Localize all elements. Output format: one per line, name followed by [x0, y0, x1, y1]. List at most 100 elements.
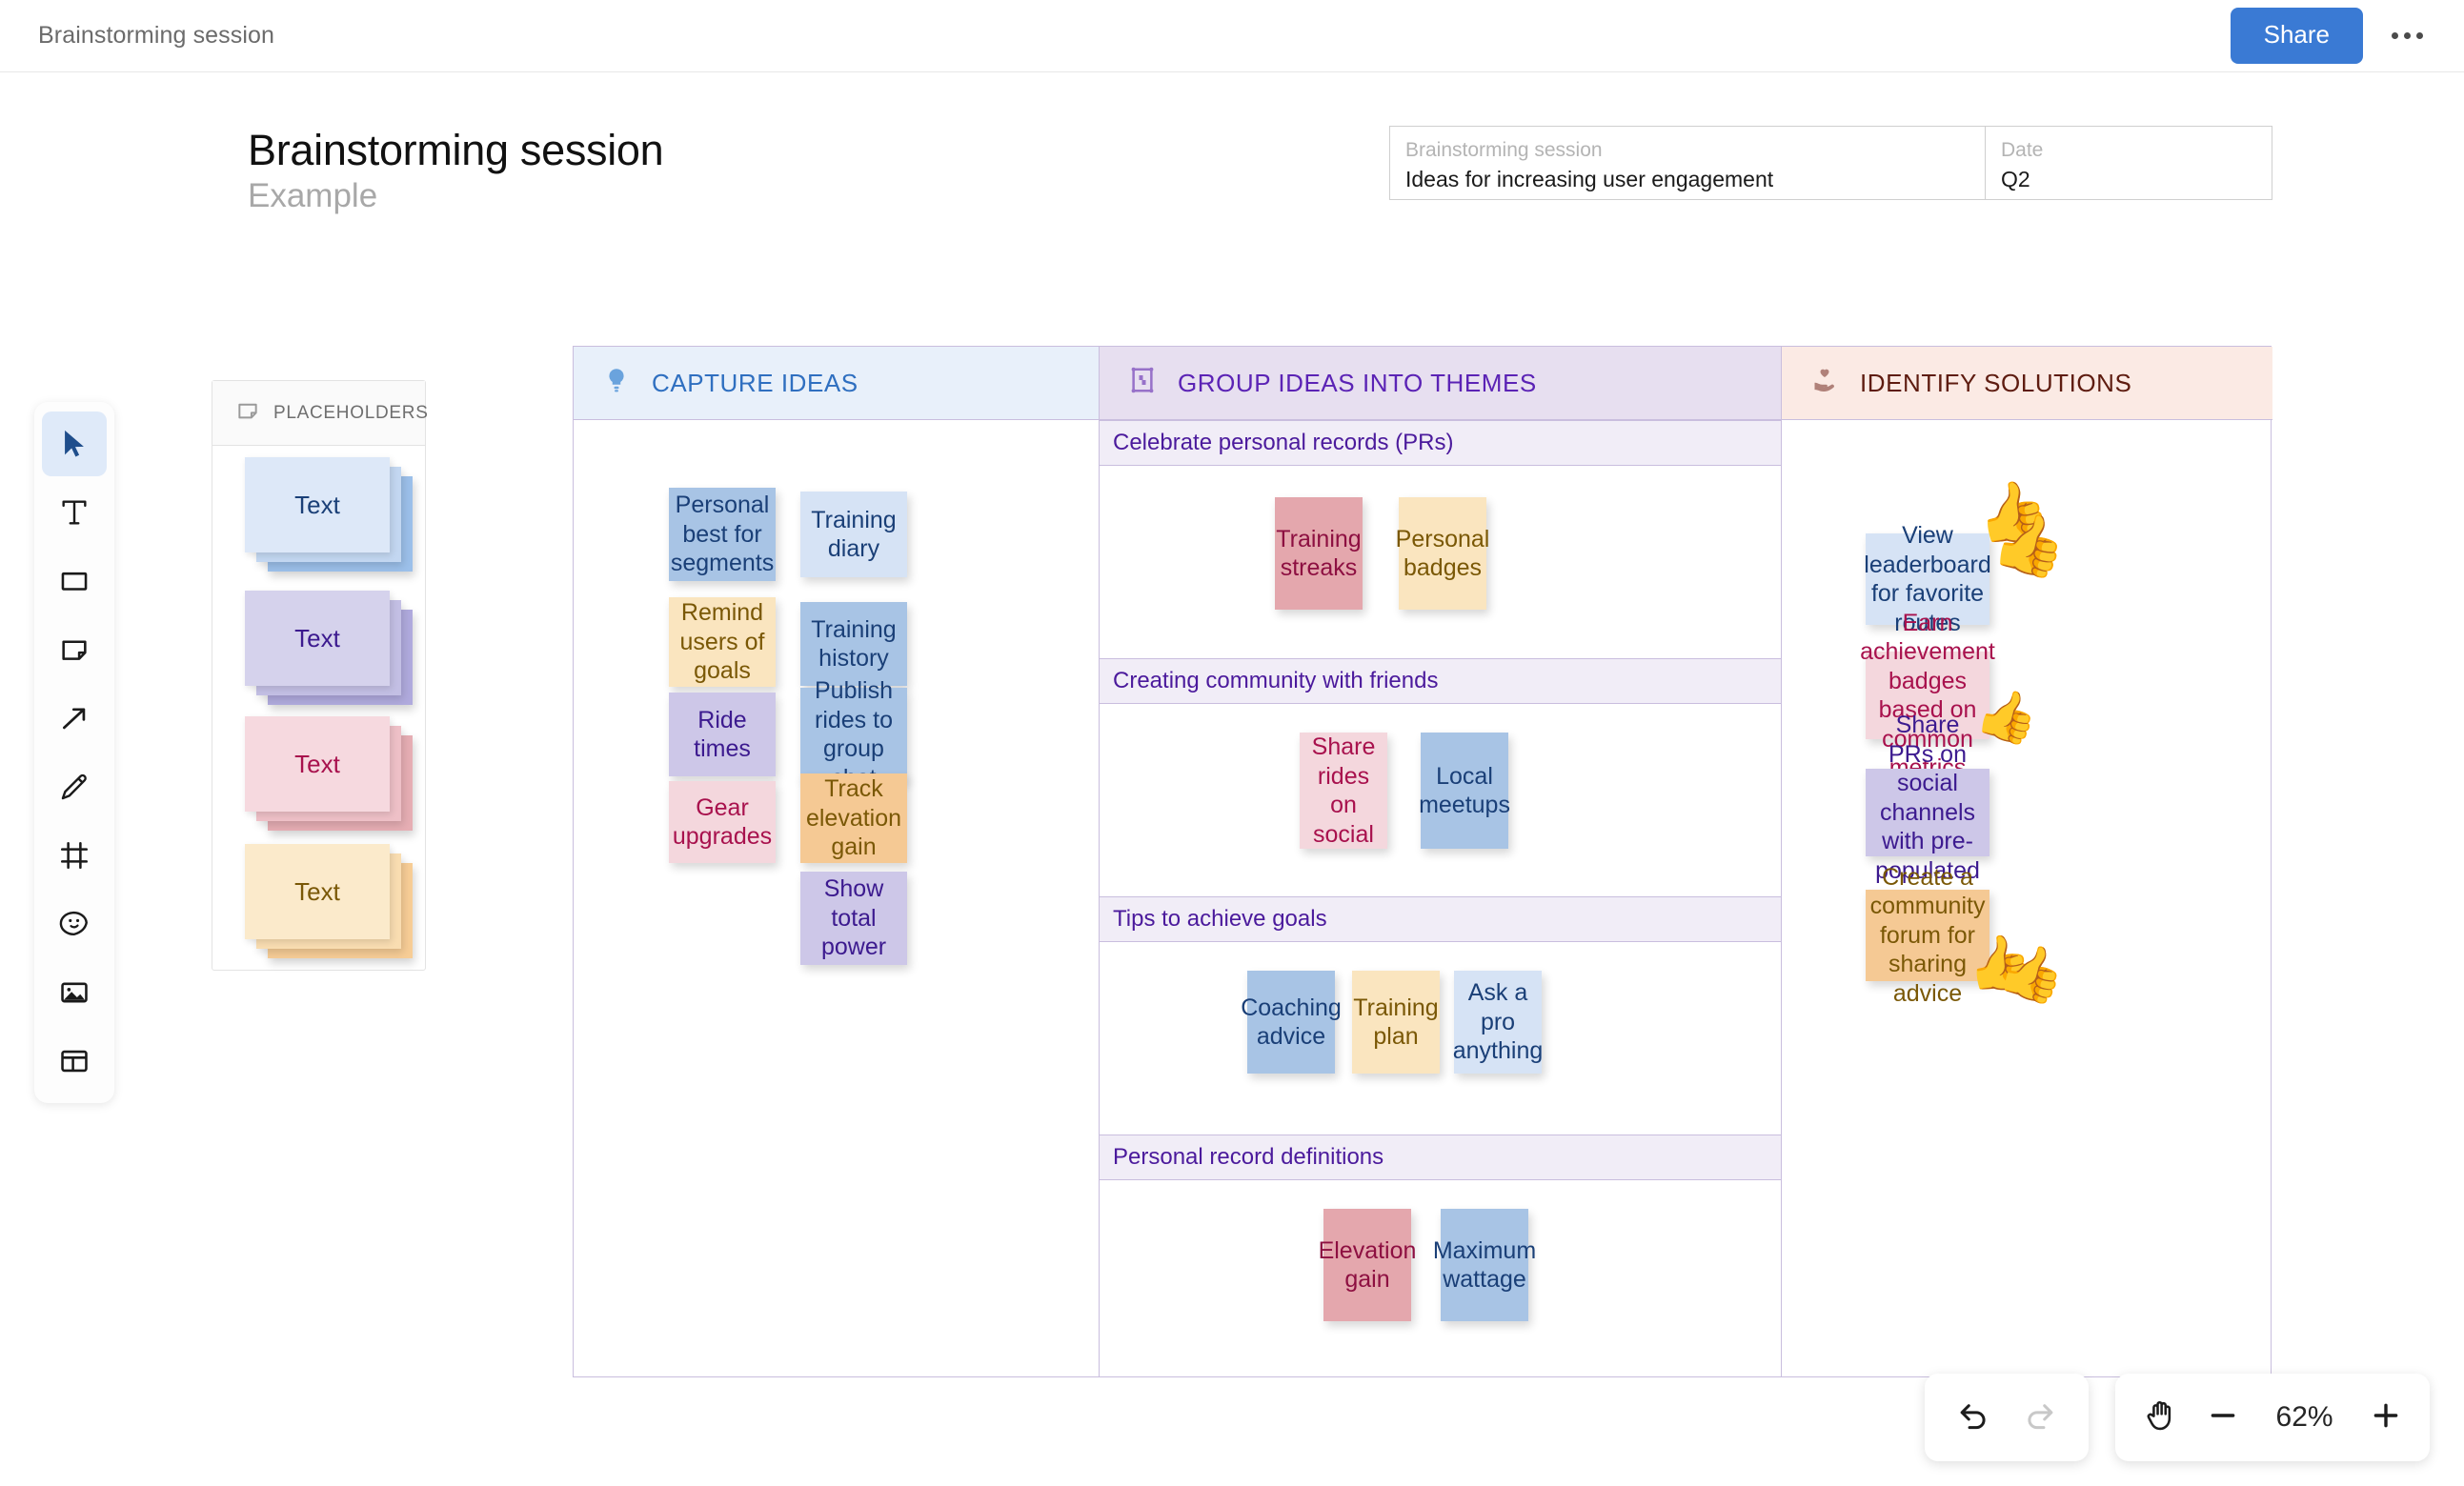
column-title-group: GROUP IDEAS INTO THEMES	[1178, 368, 1537, 397]
theme-group-heading[interactable]: Celebrate personal records (PRs)	[1100, 420, 1781, 466]
column-identify-solutions: IDENTIFY SOLUTIONS View leaderboard for …	[1782, 347, 2272, 1376]
group-frame-icon	[1128, 366, 1157, 401]
board-subtitle: Example	[248, 177, 378, 214]
frame-icon	[58, 839, 91, 872]
zoom-level-label: 62%	[2275, 1401, 2333, 1433]
heart-hand-icon	[1810, 366, 1839, 401]
placeholder-layer-front: Text	[245, 716, 390, 812]
column-title-solutions: IDENTIFY SOLUTIONS	[1860, 368, 2132, 397]
meta-value-session: Ideas for increasing user engagement	[1405, 167, 1774, 192]
sticky-note[interactable]: Coaching advice	[1241, 971, 1342, 1074]
top-bar-actions: Share	[2230, 8, 2430, 64]
sticky-note[interactable]: Share PRs on social channels with pre-po…	[1866, 712, 1989, 913]
placeholders-header-label: PLACEHOLDERS	[273, 402, 429, 423]
sticky-note[interactable]: Gear upgrades	[669, 781, 776, 863]
sticker-tool[interactable]	[42, 892, 107, 956]
arrow-tool[interactable]	[42, 686, 107, 751]
pencil-icon	[58, 771, 91, 803]
history-controls	[1925, 1374, 2089, 1461]
emoji-icon	[58, 908, 91, 940]
board-frame: CAPTURE IDEAS Personal best for segments…	[573, 346, 2272, 1377]
thumbs-up-emoji[interactable]: 👍	[1992, 934, 2072, 1012]
meta-cell-session[interactable]: Brainstorming session Ideas for increasi…	[1390, 127, 1986, 199]
theme-group-heading[interactable]: Personal record definitions	[1100, 1135, 1781, 1180]
hand-tool-button[interactable]	[2143, 1397, 2179, 1438]
more-options-icon[interactable]	[2384, 17, 2430, 55]
sticky-note[interactable]: Elevation gain	[1319, 1209, 1416, 1321]
placeholder-stack[interactable]: Text	[245, 591, 413, 705]
meta-value-date: Q2	[2001, 167, 2030, 192]
zoom-controls: 62%	[2115, 1374, 2430, 1461]
solutions-notes-area: View leaderboard for favorite routesEarn…	[1782, 347, 2272, 1376]
zoom-in-button[interactable]	[2370, 1399, 2402, 1436]
undo-button[interactable]	[1955, 1397, 1991, 1438]
sticky-note[interactable]: Publish rides to group chat	[800, 677, 907, 792]
meta-cell-date[interactable]: Date Q2	[1986, 127, 2272, 199]
sticky-note[interactable]: Maximum wattage	[1433, 1209, 1536, 1321]
board-canvas[interactable]: Brainstorming session Example Brainstorm…	[0, 72, 2464, 1486]
sticky-note[interactable]: Ask a pro anything	[1453, 971, 1543, 1074]
image-tool[interactable]	[42, 960, 107, 1025]
hand-icon	[2143, 1397, 2179, 1438]
sticky-note[interactable]: Show total power	[800, 872, 907, 965]
sticky-note[interactable]: Personal badges	[1396, 497, 1489, 610]
thumbs-up-emoji[interactable]: 👍	[1987, 501, 2074, 586]
column-capture-ideas: CAPTURE IDEAS Personal best for segments…	[574, 347, 1100, 1376]
placeholder-layer-front: Text	[245, 457, 390, 552]
capture-notes-area: Personal best for segments Training diary…	[574, 347, 1099, 1376]
theme-group-heading[interactable]: Creating community with friends	[1100, 658, 1781, 704]
board-title: Brainstorming session	[248, 126, 664, 174]
select-tool[interactable]	[42, 412, 107, 476]
template-icon	[58, 1045, 91, 1077]
sticky-note[interactable]: Ride times	[669, 693, 776, 776]
share-button[interactable]: Share	[2230, 8, 2363, 64]
placeholder-layer-front: Text	[245, 591, 390, 686]
column-group-themes: GROUP IDEAS INTO THEMES Celebrate person…	[1100, 347, 1782, 1376]
shape-tool[interactable]	[42, 549, 107, 613]
undo-icon	[1955, 1397, 1991, 1438]
theme-group-heading[interactable]: Tips to achieve goals	[1100, 896, 1781, 942]
sticky-note[interactable]: Personal best for segments	[669, 488, 776, 581]
meta-label-date: Date	[2001, 139, 2044, 161]
pen-tool[interactable]	[42, 754, 107, 819]
top-bar: Brainstorming session Share	[0, 0, 2464, 72]
sticky-note[interactable]: Training history	[800, 602, 907, 686]
arrow-icon	[58, 702, 91, 734]
frame-tool[interactable]	[42, 823, 107, 888]
sticky-note[interactable]: View leaderboard for favorite routes	[1864, 522, 1991, 636]
sticky-note[interactable]: Track elevation gain	[800, 773, 907, 863]
rectangle-icon	[58, 565, 91, 597]
tool-palette	[34, 402, 114, 1103]
bottom-controls: 62%	[1925, 1374, 2430, 1461]
group-themes-area: Celebrate personal records (PRs) Training…	[1100, 347, 1781, 1376]
sticky-tool[interactable]	[42, 617, 107, 682]
sticky-note-icon	[235, 398, 260, 428]
placeholder-stack[interactable]: Text	[245, 716, 413, 831]
redo-button[interactable]	[2022, 1397, 2058, 1438]
sticky-note-icon	[58, 633, 91, 666]
placeholder-layer-front: Text	[245, 844, 390, 939]
cursor-icon	[58, 428, 91, 460]
zoom-out-button[interactable]	[2207, 1399, 2239, 1436]
meta-label-session: Brainstorming session	[1405, 139, 1603, 161]
sticky-note[interactable]: Create a community forum for sharing adv…	[1866, 864, 1989, 1007]
placeholder-stack[interactable]: Text	[245, 844, 413, 958]
sticky-note[interactable]: Training plan	[1352, 971, 1440, 1074]
column-header-solutions: IDENTIFY SOLUTIONS	[1782, 347, 2272, 420]
column-header-group: GROUP IDEAS INTO THEMES	[1100, 347, 1781, 420]
sticky-note[interactable]: Training diary	[800, 492, 907, 577]
sticky-note[interactable]: Training streaks	[1275, 497, 1363, 610]
sticky-note[interactable]: Remind users of goals	[669, 597, 776, 687]
sticky-note[interactable]: Share rides on social	[1300, 733, 1387, 849]
text-icon	[58, 496, 91, 529]
thumbs-up-emoji[interactable]: 👍	[1970, 681, 2046, 752]
placeholder-stack[interactable]: Text	[245, 457, 413, 572]
template-tool[interactable]	[42, 1029, 107, 1094]
sticky-note[interactable]: Local meetups	[1419, 733, 1510, 849]
image-icon	[58, 976, 91, 1009]
column-header-capture: CAPTURE IDEAS	[574, 347, 1099, 420]
column-title-capture: CAPTURE IDEAS	[652, 368, 858, 397]
text-tool[interactable]	[42, 480, 107, 545]
lightbulb-icon	[602, 366, 631, 401]
